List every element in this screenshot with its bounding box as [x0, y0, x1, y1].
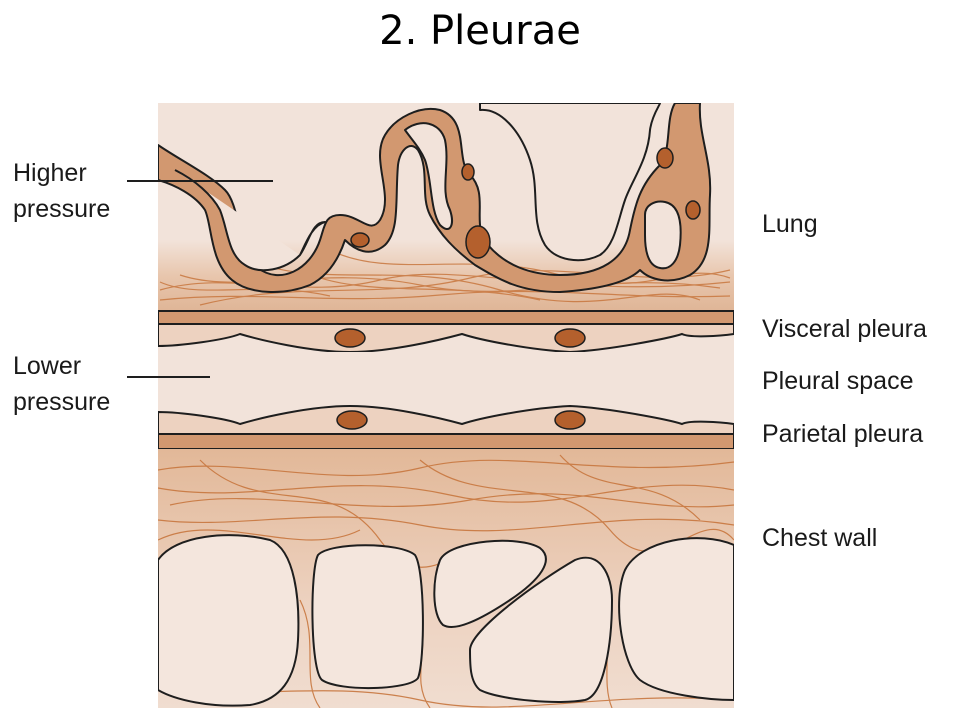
label-pleural-space: Pleural space: [762, 367, 914, 395]
parietal-pleura-band: [158, 433, 734, 450]
label-chest-wall: Chest wall: [762, 524, 878, 552]
pleural-space: [158, 352, 734, 410]
label-visceral-pleura: Visceral pleura: [762, 315, 927, 343]
visceral-mesothelium: [158, 323, 734, 354]
label-higher-pressure: Higher pressure: [13, 159, 111, 223]
chest-wall-cells: [158, 534, 734, 707]
label-lung: Lung: [762, 210, 818, 238]
lung-alveoli: [158, 103, 712, 293]
slide-title: 2. Pleurae: [379, 8, 581, 54]
label-lower-pressure: Lower pressure: [13, 352, 111, 416]
lung-nuclei: [350, 147, 701, 259]
parietal-mesothelium: [158, 404, 734, 435]
label-parietal-pleura: Parietal pleura: [762, 420, 924, 448]
visceral-nuclei: [334, 328, 586, 348]
visceral-pleura-band: [158, 310, 734, 325]
parietal-nuclei: [336, 410, 586, 430]
